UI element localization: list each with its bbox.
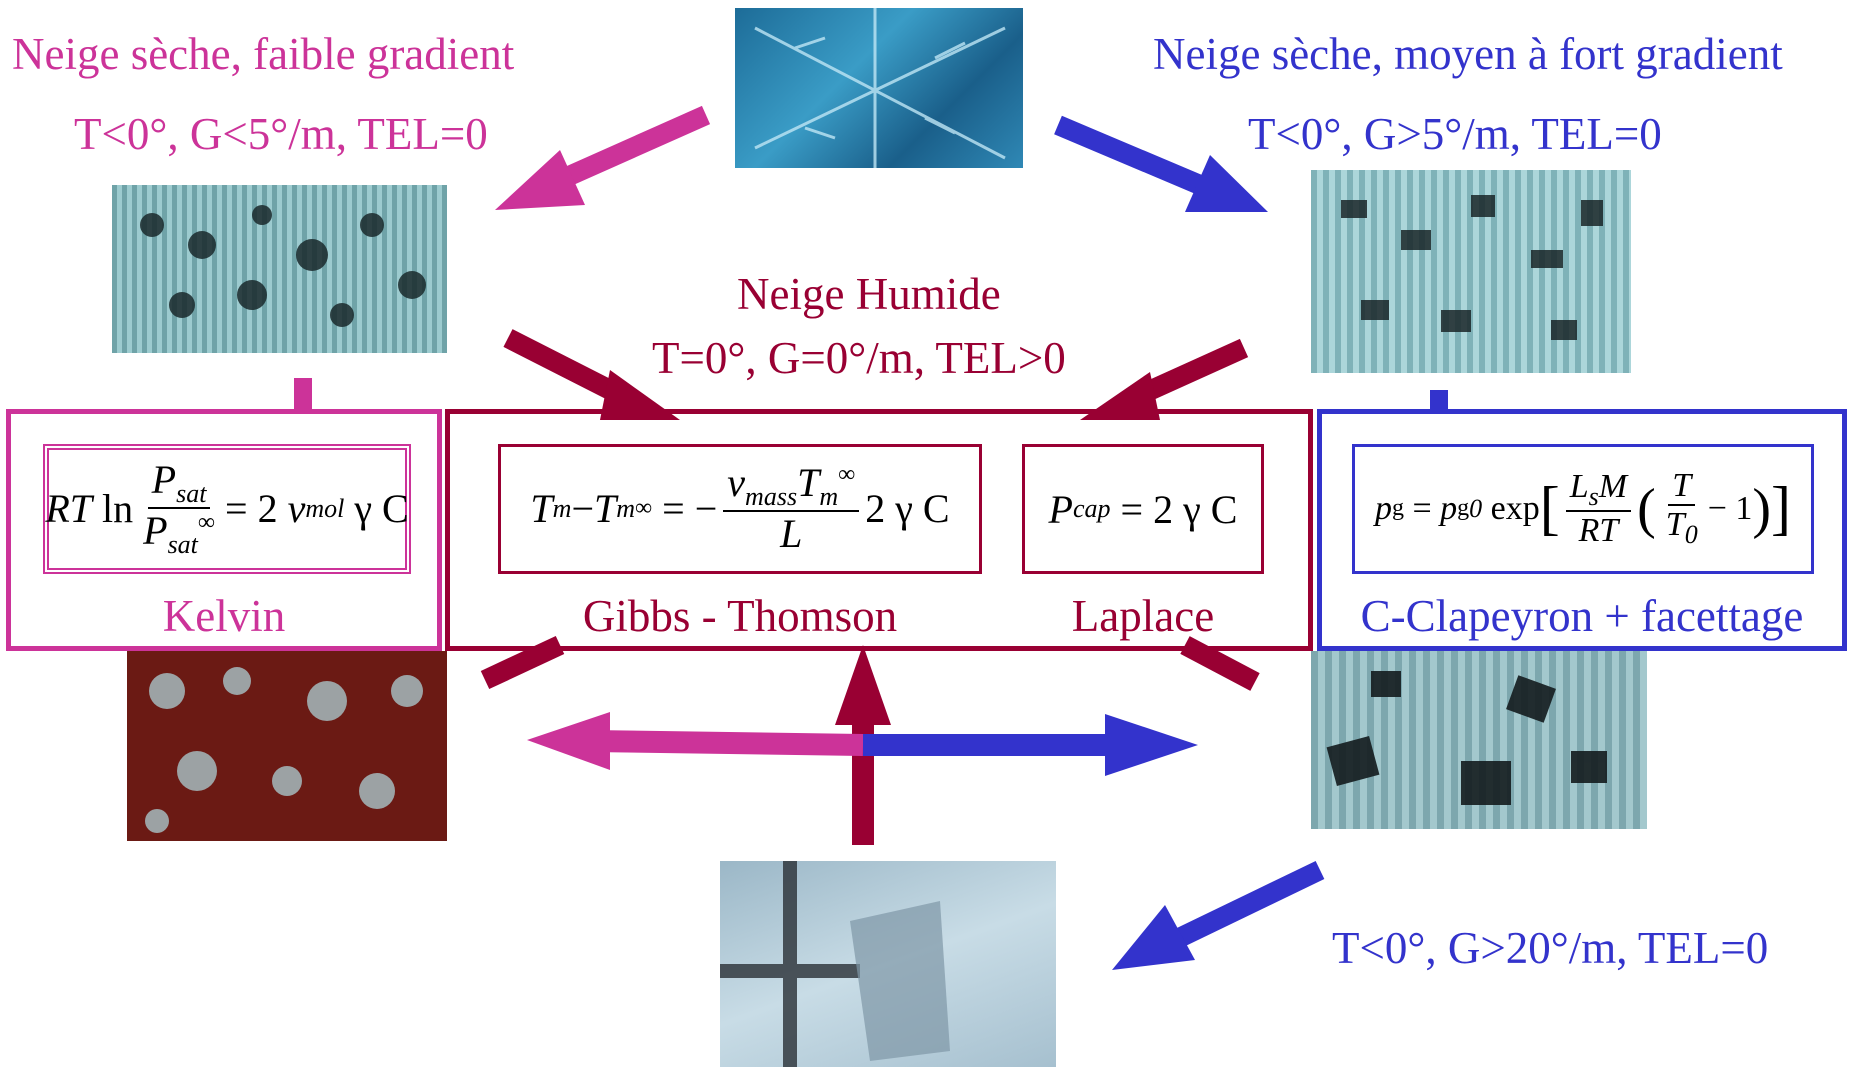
dry-low-gradient-conditions: T<0°, G<5°/m, TEL=0 <box>74 109 488 159</box>
depth-hoar-photo <box>1311 651 1647 829</box>
rounded-grains-photo <box>112 185 447 353</box>
clapeyron-connector <box>1430 390 1448 412</box>
fresh-snow-crystal-photo <box>735 8 1023 168</box>
dry-high-gradient-title: Neige sèche, moyen à fort gradient <box>1153 29 1783 79</box>
laplace-label: Laplace <box>1071 591 1215 641</box>
dry-low-gradient-title: Neige sèche, faible gradient <box>12 29 515 79</box>
wet-snow-conditions: T=0°, G=0°/m, TEL>0 <box>652 333 1066 383</box>
gibbs-thomson-label: Gibbs - Thomson <box>582 591 898 641</box>
kelvin-connector <box>294 378 312 413</box>
wet-grains-photo <box>127 651 447 841</box>
very-high-gradient-conditions: T<0°, G>20°/m, TEL=0 <box>1332 923 1769 973</box>
faceted-grains-photo <box>1311 170 1631 373</box>
dry-high-gradient-conditions: T<0°, G>5°/m, TEL=0 <box>1248 109 1662 159</box>
kelvin-label: Kelvin <box>162 591 286 641</box>
pink-arrow-head <box>495 150 585 210</box>
wet-snow-title: Neige Humide <box>737 269 1001 319</box>
clapeyron-label: C-Clapeyron + facettage <box>1360 591 1804 641</box>
cup-crystal-photo <box>720 861 1056 1067</box>
blue-arrow-head <box>1185 155 1268 212</box>
